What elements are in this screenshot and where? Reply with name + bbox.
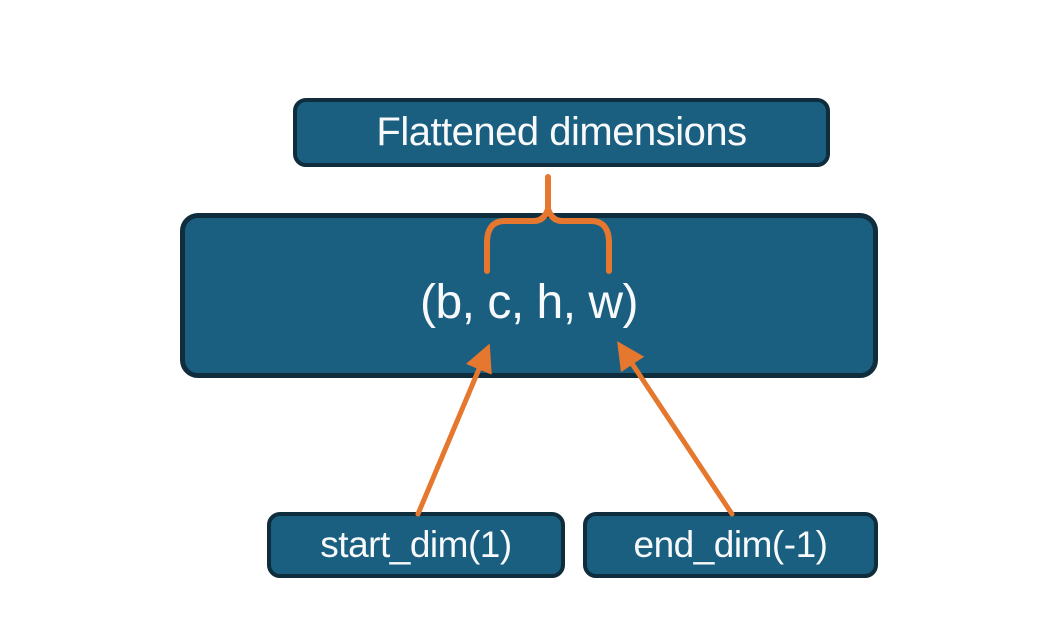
start-dim-label: start_dim(1) <box>320 524 512 565</box>
flattened-dimensions-label: Flattened dimensions <box>376 110 747 154</box>
tensor-shape-label: (b, c, h, w) <box>419 276 639 329</box>
end-dim-box: end_dim(-1) <box>583 512 878 578</box>
start-dim-box: start_dim(1) <box>267 512 565 578</box>
flattened-dimensions-box: Flattened dimensions <box>293 98 830 167</box>
end-dim-label: end_dim(-1) <box>633 524 828 565</box>
tensor-shape-box: (b, c, h, w) <box>180 213 878 378</box>
